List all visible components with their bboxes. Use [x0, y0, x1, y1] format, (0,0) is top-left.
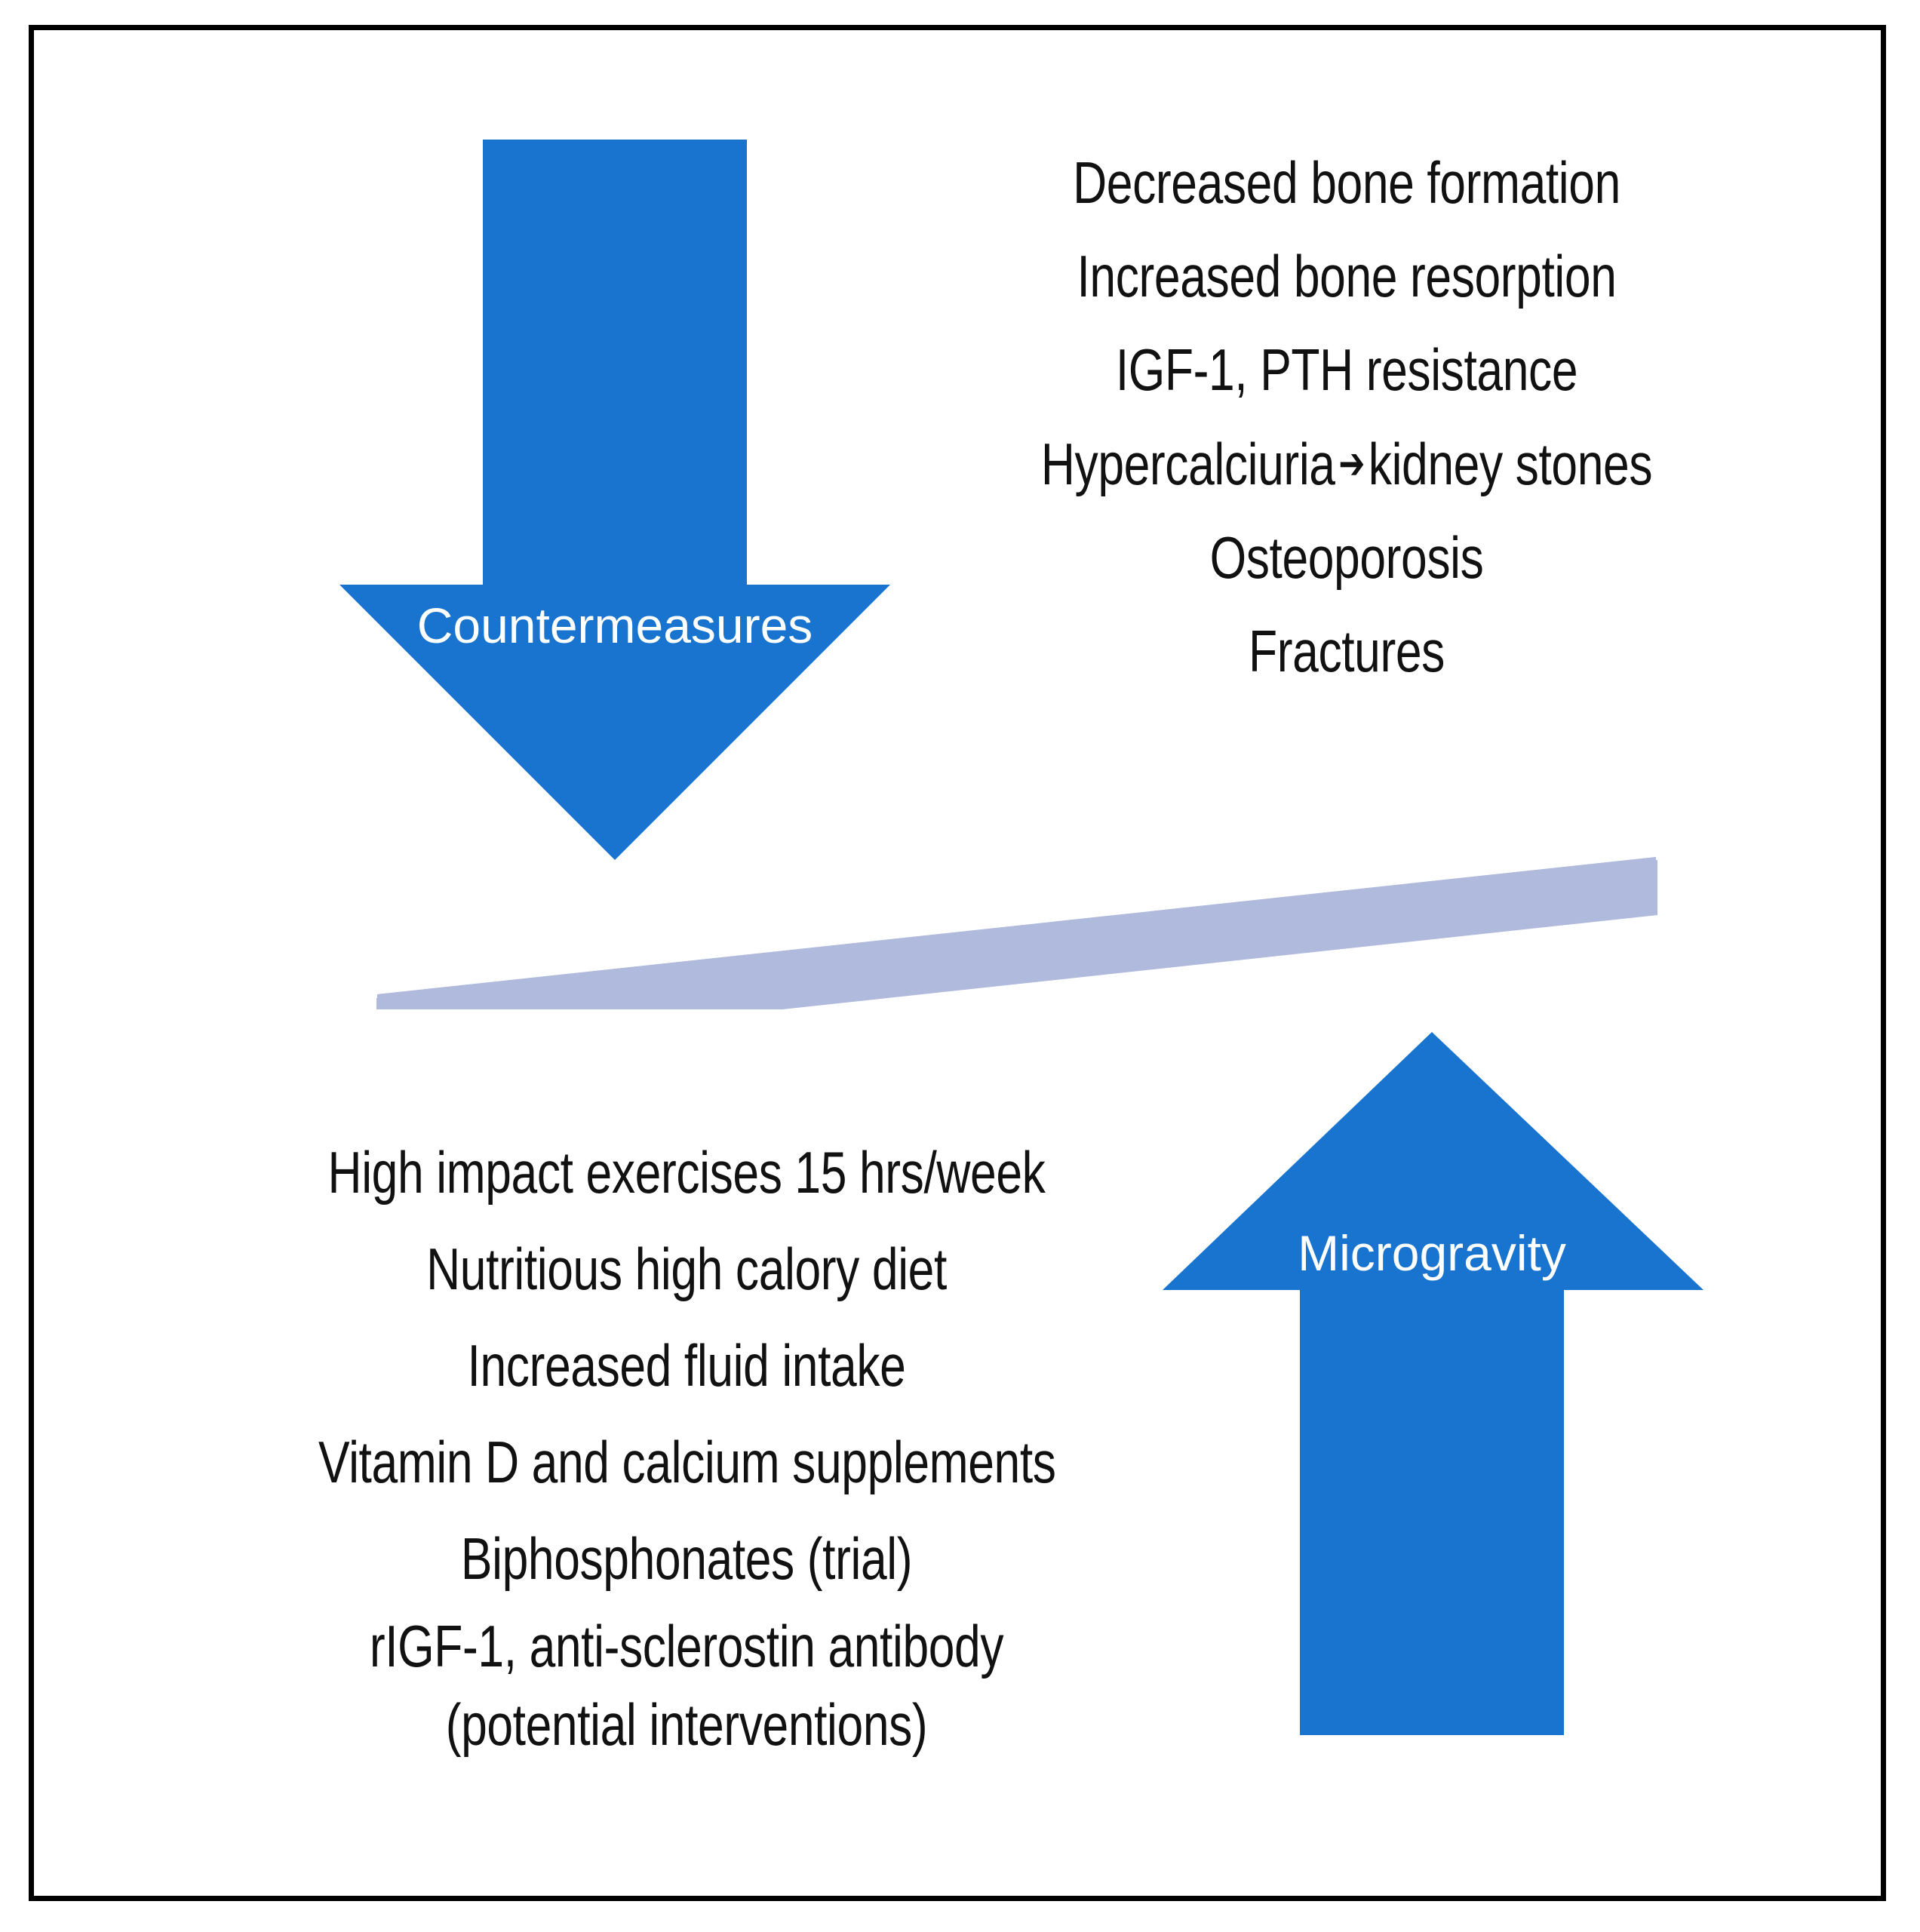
countermeasure-line-vitamin-d-calcium: Vitamin D and calcium supplements	[318, 1429, 1056, 1495]
microgravity-up-arrow-icon	[1163, 1032, 1703, 1735]
balance-beam-shape	[376, 857, 1657, 1009]
diagram-frame-border: Countermeasures Microgravity Decreased b…	[29, 25, 1886, 1901]
effect-line-fractures: Fractures	[1249, 618, 1445, 684]
countermeasure-line-high-impact-exercises: High impact exercises 15 hrs/week	[327, 1139, 1046, 1206]
effect-line-hypercalciuria-kidney-stones: Hypercalciuria➔kidney stones	[985, 416, 1709, 511]
right-arrow-icon: ➔	[1338, 438, 1365, 489]
microgravity-arrow-label: Microgravity	[1298, 1225, 1566, 1281]
effect-line-increased-bone-resorption: Increased bone resorption	[1077, 243, 1617, 309]
countermeasure-line-nutritious-diet: Nutritious high calory diet	[426, 1236, 947, 1302]
hypercalciuria-text: Hypercalciuria	[1040, 431, 1335, 497]
countermeasures-down-arrow-icon	[339, 140, 890, 860]
kidney-stones-text: kidney stones	[1368, 431, 1653, 497]
countermeasure-line-biphosphonates: Biphosphonates (trial)	[460, 1525, 913, 1592]
microgravity-effects-text-block: Decreased bone formation Increased bone …	[894, 136, 1799, 698]
countermeasures-arrow-label: Countermeasures	[416, 597, 813, 653]
effect-line-igf1-pth-resistance: IGF-1, PTH resistance	[1115, 336, 1578, 403]
countermeasure-line-potential-interventions: (potential interventions)	[445, 1691, 928, 1758]
effect-line-osteoporosis: Osteoporosis	[1209, 524, 1484, 591]
effect-line-decreased-bone-formation: Decreased bone formation	[1073, 149, 1620, 216]
countermeasure-line-rigf1-antibody: rIGF-1, anti-sclerostin antibody	[369, 1613, 1004, 1679]
countermeasure-line-increased-fluid-intake: Increased fluid intake	[467, 1332, 906, 1399]
countermeasures-text-block: High impact exercises 15 hrs/week Nutrit…	[226, 1124, 1147, 1764]
